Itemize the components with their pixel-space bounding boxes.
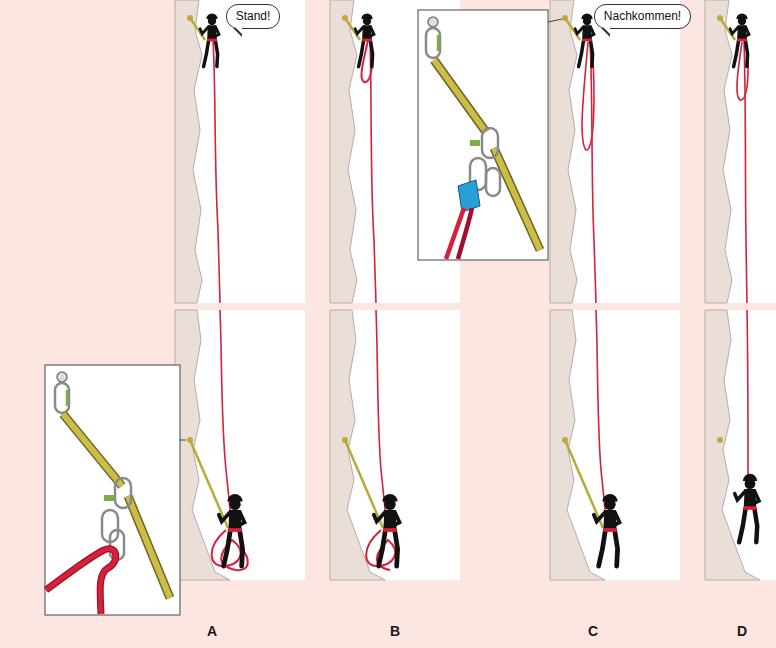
rope (370, 40, 376, 303)
bolt (717, 437, 723, 443)
carabiner (115, 478, 131, 508)
sling (434, 60, 486, 132)
carabiner-gate (437, 35, 440, 51)
climber-figure (575, 13, 594, 66)
sling (128, 496, 170, 598)
climber-figure (730, 13, 749, 66)
bolt-hanger (57, 372, 67, 382)
leader-line (548, 19, 562, 22)
rope (376, 310, 387, 528)
carabiner (486, 168, 500, 196)
sling (494, 148, 540, 250)
rope (596, 310, 607, 528)
panel (330, 310, 460, 580)
belayer-figure (219, 494, 245, 566)
panel-letter: B (390, 623, 400, 639)
rope-strand (458, 208, 472, 259)
panel (705, 0, 776, 303)
sling (434, 60, 486, 132)
panel (550, 0, 680, 303)
rope-knot (46, 549, 116, 614)
ropes (212, 40, 748, 570)
panel-letter: A (207, 623, 217, 639)
rock-face (705, 310, 760, 580)
rope-knot (46, 549, 116, 614)
panel (550, 310, 680, 580)
sling (128, 496, 170, 598)
panel-letter: C (588, 623, 598, 639)
rock-face (175, 0, 202, 303)
panel (175, 310, 305, 580)
climber-figure (355, 13, 374, 66)
carabiner (426, 28, 440, 58)
sling (63, 414, 122, 486)
leader-line (180, 440, 186, 441)
rubber-band (470, 140, 480, 146)
rope (220, 310, 232, 528)
rock-face (330, 0, 357, 303)
belayer-figure (594, 494, 620, 566)
rock-face (550, 0, 577, 303)
carabiner (55, 383, 69, 413)
rope (590, 40, 596, 303)
rock-face (705, 0, 732, 303)
sling (63, 414, 122, 486)
bolt-hanger (428, 17, 438, 27)
sling (494, 148, 540, 250)
carabiner-gate (66, 390, 69, 406)
speech-text: Stand! (236, 10, 271, 24)
inset-frame (45, 365, 180, 615)
rope (213, 40, 220, 303)
climber-figure (200, 13, 219, 66)
belay-device (458, 180, 480, 212)
speech-bubble: Nachkommen! (594, 4, 691, 29)
climbing-figure (735, 474, 759, 542)
inset-belay-detail (418, 10, 562, 260)
panel (705, 310, 776, 580)
rubber-band (104, 495, 114, 501)
speech-text: Nachkommen! (604, 10, 681, 24)
inset-frame (418, 10, 548, 260)
belayer-figure (374, 494, 400, 566)
rope (744, 40, 747, 303)
inset-anchor-detail (45, 365, 186, 615)
carabiner (482, 128, 498, 158)
panel-letter: D (737, 623, 747, 639)
anchor-bottom (187, 437, 723, 528)
speech-bubble: Stand! (226, 4, 280, 29)
panel (175, 0, 305, 303)
